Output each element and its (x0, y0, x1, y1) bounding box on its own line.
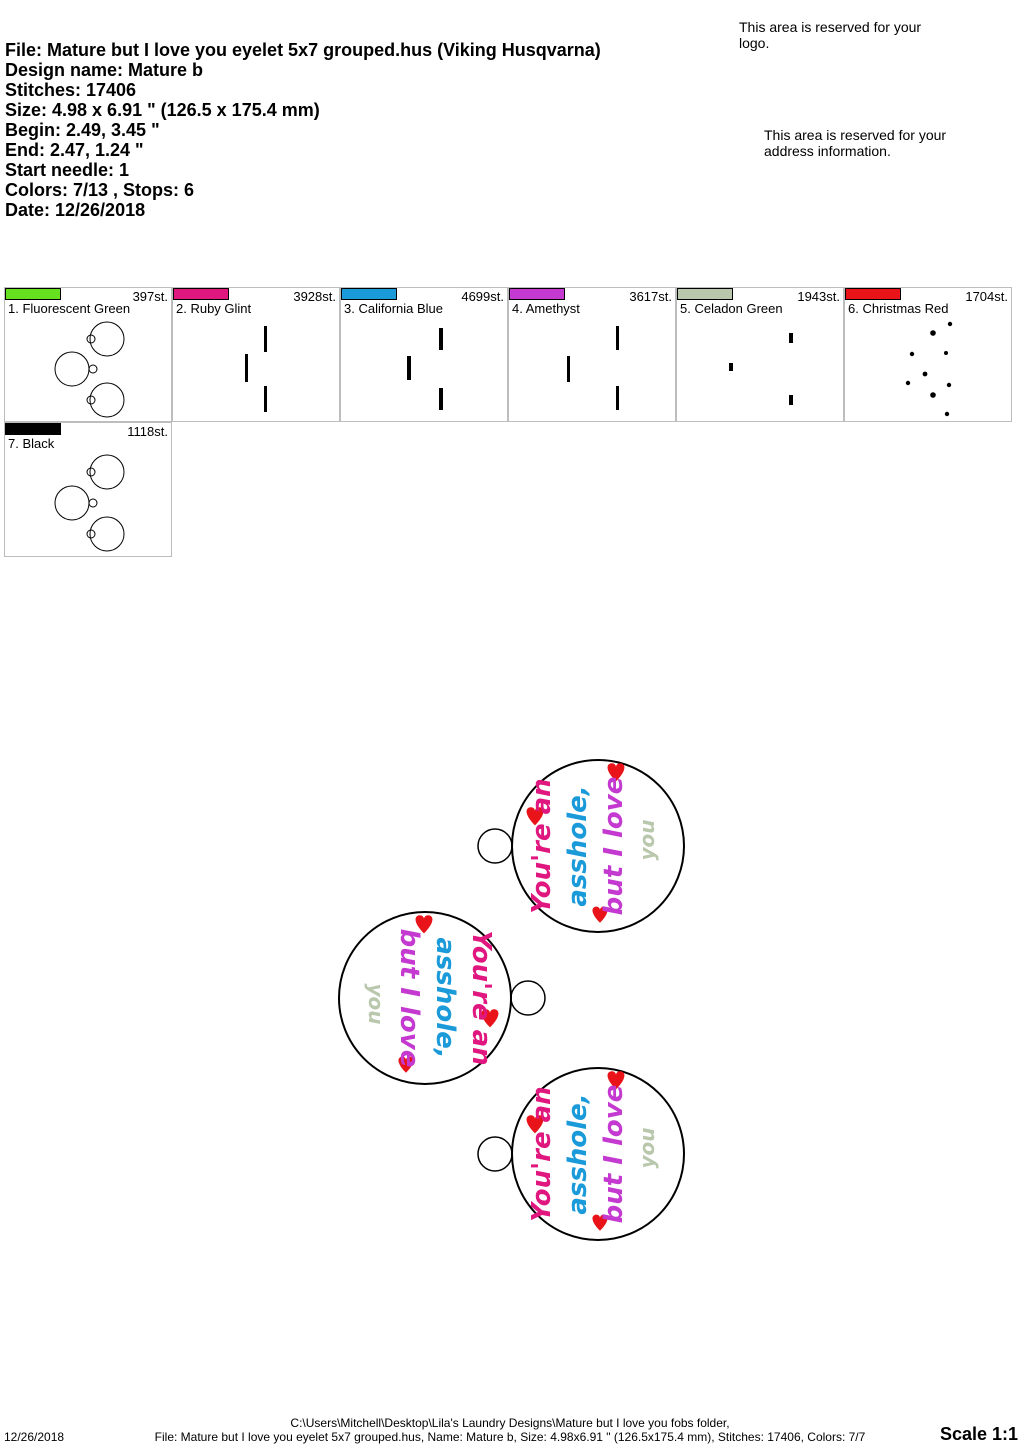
fob-text-line2: asshole, (430, 937, 460, 1058)
scale-label: Scale 1:1 (939, 1424, 1018, 1444)
stitch-count: 3928st. (293, 289, 336, 304)
fob-text-line2: asshole, (563, 785, 593, 906)
size-line: Size: 4.98 x 6.91 " (126.5 x 175.4 mm) (5, 100, 320, 120)
colors-line: Colors: 7/13 , Stops: 6 (5, 180, 195, 200)
color-swatch-bar (341, 288, 397, 300)
fob-middle-left: You're an asshole, but I love you (338, 911, 546, 1085)
stitches-line: Stitches: 17406 (5, 80, 137, 100)
footer-date: 12/26/2018 (4, 1430, 65, 1444)
color-preview-stitches (905, 321, 953, 417)
fob-text-line4: you (635, 819, 659, 860)
color-cell-6: 1704st. 6. Christmas Red (844, 287, 1012, 422)
color-cell-1: 397st. 1. Fluorescent Green (4, 287, 172, 422)
fob-text-line4: you (635, 1127, 659, 1168)
footer-summary: File: Mature but I love you eyelet 5x7 g… (154, 1430, 866, 1444)
fob-text-line3: but I love (394, 929, 424, 1068)
start-needle-line: Start needle: 1 (5, 160, 130, 180)
color-cell-7: 1118st. 7. Black (4, 422, 172, 557)
begin-line: Begin: 2.49, 3.45 " (5, 120, 160, 140)
color-swatch-bar (5, 423, 61, 435)
color-name: 6. Christmas Red (848, 301, 949, 316)
color-preview-stitches (407, 328, 443, 410)
footer-file-info: C:\Users\Mitchell\Desktop\Lila's Laundry… (100, 1416, 920, 1444)
date-line: Date: 12/26/2018 (5, 200, 146, 220)
fob-text-line3: but I love (599, 777, 629, 916)
stitch-count: 1704st. (965, 289, 1008, 304)
address-reserved-note: This area is reserved for your address i… (764, 127, 947, 159)
color-cell-3: 4699st. 3. California Blue (340, 287, 508, 422)
color-swatch-bar (677, 288, 733, 300)
color-name: 4. Amethyst (512, 301, 580, 316)
color-swatch-bar (845, 288, 901, 300)
fob-text-line1: You're an (527, 1086, 557, 1221)
color-cell-5: 1943st. 5. Celadon Green (676, 287, 844, 422)
end-line: End: 2.47, 1.24 " (5, 140, 144, 160)
color-cell-4: 3617st. 4. Amethyst (508, 287, 676, 422)
design-preview: You're an asshole, but I love you You're… (338, 759, 685, 1241)
fob-text-line2: asshole, (563, 1093, 593, 1214)
color-preview-stitches (567, 326, 619, 410)
color-swatch-bar (173, 288, 229, 300)
stitch-count: 397st. (132, 289, 168, 304)
fob-top-right: You're an asshole, but I love you (477, 759, 685, 933)
color-preview-stitches (245, 326, 267, 412)
design-info: File: Mature but I love you eyelet 5x7 g… (5, 40, 601, 220)
fob-text-line3: but I love (599, 1085, 629, 1224)
color-swatch-bar (509, 288, 565, 300)
color-cell-2: 3928st. 2. Ruby Glint (172, 287, 340, 422)
color-preview-outline (54, 321, 125, 418)
color-name: 5. Celadon Green (680, 301, 783, 316)
color-preview-outline (54, 454, 125, 552)
logo-reserved-note: This area is reserved for your logo. (739, 19, 922, 51)
stitch-count: 4699st. (461, 289, 504, 304)
color-name: 1. Fluorescent Green (8, 301, 131, 316)
file-line: File: Mature but I love you eyelet 5x7 g… (5, 40, 601, 60)
fob-text-line4: you (364, 983, 388, 1024)
fob-text-line1: You're an (466, 930, 496, 1065)
stitch-count: 1118st. (127, 424, 168, 439)
color-name: 7. Black (8, 436, 55, 451)
stitch-count: 1943st. (797, 289, 840, 304)
footer-path: C:\Users\Mitchell\Desktop\Lila's Laundry… (290, 1416, 730, 1430)
design-name-line: Design name: Mature b (5, 60, 204, 80)
stitch-count: 3617st. (629, 289, 672, 304)
color-name: 3. California Blue (344, 301, 443, 316)
color-preview-stitches (729, 333, 793, 405)
fob-text-line1: You're an (527, 778, 557, 913)
fob-bottom-right: You're an asshole, but I love you (477, 1067, 685, 1241)
color-name: 2. Ruby Glint (176, 301, 252, 316)
color-swatch-bar (5, 288, 61, 300)
